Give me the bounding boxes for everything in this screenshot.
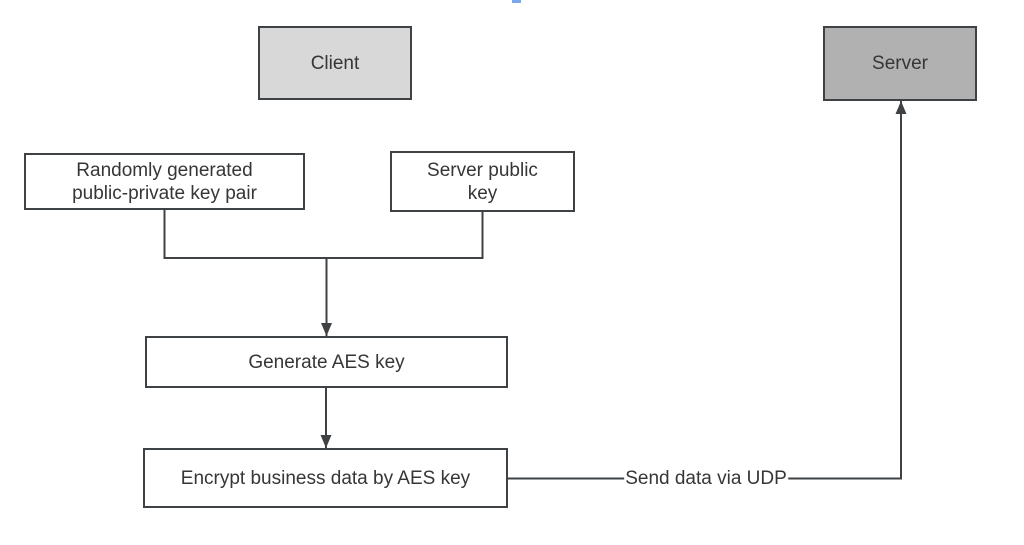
node-server-public-key: Server public key [390,151,575,212]
node-generate-aes-key-label: Generate AES key [248,351,405,373]
node-server: Server [823,26,977,101]
blue-artifact-mark [512,0,521,3]
node-random-keypair: Randomly generated public-private key pa… [24,153,305,210]
node-encrypt-business-data-label: Encrypt business data by AES key [180,467,471,489]
node-client-label: Client [310,52,360,74]
node-server-label: Server [872,53,928,74]
node-generate-aes-key: Generate AES key [145,336,508,388]
node-client: Client [258,26,412,100]
node-encrypt-business-data: Encrypt business data by AES key [143,448,508,508]
node-server-public-key-label: Server public key [427,159,538,204]
edge-label-send-data-via-udp: Send data via UDP [624,468,788,490]
node-random-keypair-label: Randomly generated public-private key pa… [72,159,257,204]
